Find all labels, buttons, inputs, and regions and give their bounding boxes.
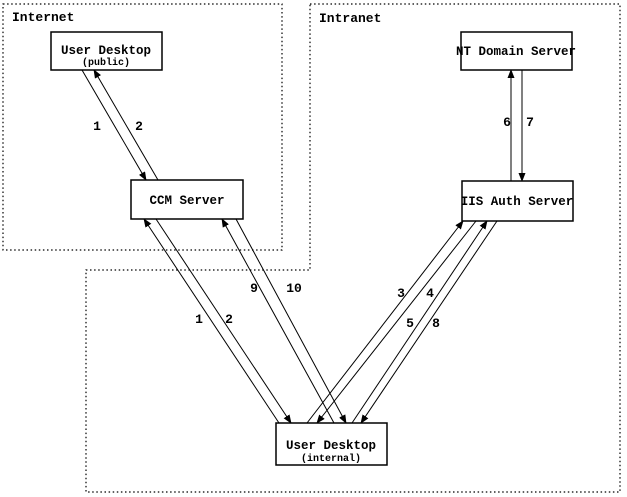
arrow-5-internal-desktop-to-iis <box>351 220 488 424</box>
arrow-10-ccm-to-internal-desktop <box>235 218 347 424</box>
node-ccm-server <box>130 179 244 220</box>
intranet-zone-label: Intranet <box>319 11 381 26</box>
arrow-2-ccm-to-public-desktop <box>93 69 159 181</box>
flow-label-8: 8 <box>432 316 440 331</box>
ccm-server-title: CCM Server <box>149 194 224 208</box>
nt-domain-server-title: NT Domain Server <box>456 45 576 59</box>
node-nt-domain-server <box>460 31 573 71</box>
user-desktop-internal-subtitle: (internal) <box>301 453 361 465</box>
arrow-9-internal-desktop-to-ccm <box>221 218 335 424</box>
iis-auth-server-title: IIS Auth Server <box>461 195 574 209</box>
flow-label-6: 6 <box>503 115 511 130</box>
node-iis-auth-server <box>461 180 574 222</box>
flow-label-3: 3 <box>397 286 405 301</box>
user-desktop-internal-title: User Desktop <box>286 439 376 453</box>
flow-label-1-public: 1 <box>93 119 101 134</box>
user-desktop-public-title: User Desktop <box>61 44 151 58</box>
arrow-1-public-desktop-to-ccm <box>81 69 147 181</box>
node-user-desktop-public <box>50 31 163 71</box>
flow-label-2-public: 2 <box>135 119 143 134</box>
internet-zone-label: Internet <box>12 10 74 25</box>
flow-label-7: 7 <box>526 115 534 130</box>
arrow-1-internal-desktop-to-ccm <box>143 218 280 424</box>
flow-label-9: 9 <box>250 281 258 296</box>
flow-label-10: 10 <box>286 281 302 296</box>
user-desktop-public-subtitle: (public) <box>82 57 130 69</box>
arrow-8-iis-to-internal-desktop <box>360 220 498 424</box>
flow-label-4: 4 <box>426 286 434 301</box>
internet-zone-border <box>2 3 283 251</box>
node-user-desktop-internal <box>275 422 388 466</box>
arrow-3-internal-desktop-to-iis <box>306 220 464 424</box>
flow-label-5: 5 <box>406 316 414 331</box>
flow-label-1-internal: 1 <box>195 312 203 327</box>
arrow-4-iis-to-internal-desktop <box>316 220 477 424</box>
intranet-zone-border <box>85 3 621 493</box>
flow-label-2-internal: 2 <box>225 312 233 327</box>
arrow-2-ccm-to-internal-desktop <box>155 218 292 424</box>
